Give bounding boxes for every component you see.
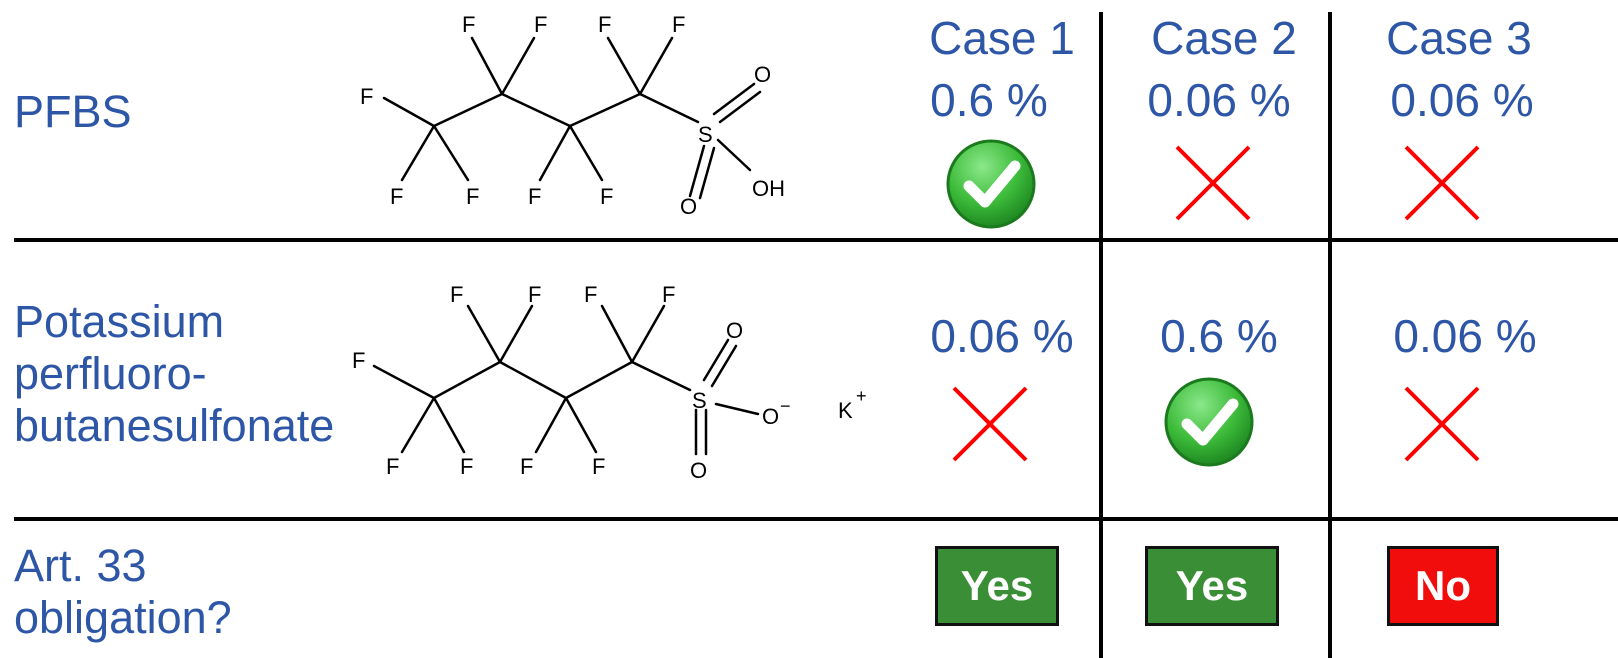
case-2-title: Case 2 [1151, 12, 1297, 64]
atom-label: F [360, 84, 373, 109]
atom-label: S [692, 388, 707, 413]
atom-label: F [598, 12, 611, 37]
atom-label: F [528, 184, 541, 209]
row-label-potassium: Potassium perfluoro- butanesulfonate [14, 296, 334, 452]
case-3-pfbs-percent: 0.06 % [1390, 74, 1534, 126]
row-label-line: butanesulfonate [14, 400, 335, 451]
atom-label: F [528, 282, 541, 307]
row-label-line: Art. 33 [14, 540, 147, 591]
atom-label: F [462, 12, 475, 37]
atom-label: F [450, 282, 463, 307]
case-2-pfbs-percent: 0.06 % [1147, 74, 1291, 126]
row-label-pfbs: PFBS [14, 86, 132, 137]
case-2-obligation-badge: Yes [1145, 546, 1279, 626]
case-1-obligation-badge: Yes [935, 546, 1059, 626]
case-3-obligation-badge: No [1387, 546, 1499, 626]
atom-label: F [592, 454, 605, 479]
row-label-line: Potassium [14, 296, 225, 347]
atom-label: F [460, 454, 473, 479]
case-1-pfbs-percent: 0.6 % [930, 74, 1048, 126]
charge-label: − [780, 396, 791, 416]
divider-col-1 [1099, 12, 1103, 658]
cross-icon [1173, 143, 1253, 223]
cross-icon [1402, 143, 1482, 223]
atom-label: F [600, 184, 613, 209]
atom-label: OH [752, 176, 785, 201]
atom-label: F [390, 184, 403, 209]
divider-row-1 [14, 238, 1618, 242]
cross-icon [950, 384, 1030, 464]
potassium-pfbs-structure: F F F F F F F F F S O O O − K + [352, 282, 867, 483]
row-label-line: obligation? [14, 592, 232, 643]
divider-col-2 [1328, 12, 1332, 658]
atom-label: O [754, 62, 771, 87]
atom-label: F [584, 282, 597, 307]
atom-label: F [534, 12, 547, 37]
atom-label: F [352, 348, 365, 373]
check-circle-icon [1163, 376, 1255, 468]
atom-label: F [672, 12, 685, 37]
atom-label: F [466, 184, 479, 209]
case-2-potassium-percent: 0.6 % [1160, 310, 1278, 362]
charge-label: + [856, 386, 867, 406]
pfbs-structure: F F F F F F F F F S O O OH [360, 12, 785, 219]
divider-row-2 [14, 517, 1618, 521]
atom-label: O [690, 458, 707, 483]
check-circle-icon [945, 138, 1037, 230]
atom-label: O [726, 318, 743, 343]
case-1-title: Case 1 [929, 12, 1075, 64]
case-3-potassium-percent: 0.06 % [1393, 310, 1537, 362]
row-label-obligation: Art. 33 obligation? [14, 540, 232, 644]
atom-label: F [520, 454, 533, 479]
atom-label: F [386, 454, 399, 479]
atom-label: O [680, 194, 697, 219]
atom-label: O [762, 404, 779, 429]
atom-label: F [662, 282, 675, 307]
atom-label: K [838, 398, 853, 423]
cross-icon [1402, 384, 1482, 464]
case-3-title: Case 3 [1386, 12, 1532, 64]
atom-label: S [698, 122, 713, 147]
case-1-potassium-percent: 0.06 % [930, 310, 1074, 362]
row-label-line: perfluoro- [14, 348, 207, 399]
